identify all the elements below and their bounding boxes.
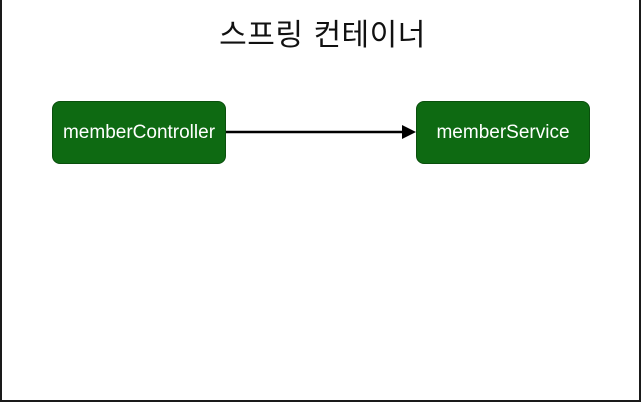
node-label: memberService — [436, 121, 570, 143]
diagram-title: 스프링 컨테이너 — [219, 18, 426, 53]
arrowhead-icon — [402, 125, 416, 139]
node-label: memberController — [62, 121, 216, 143]
node-member-controller: memberController — [52, 101, 226, 164]
node-member-service: memberService — [416, 101, 590, 164]
